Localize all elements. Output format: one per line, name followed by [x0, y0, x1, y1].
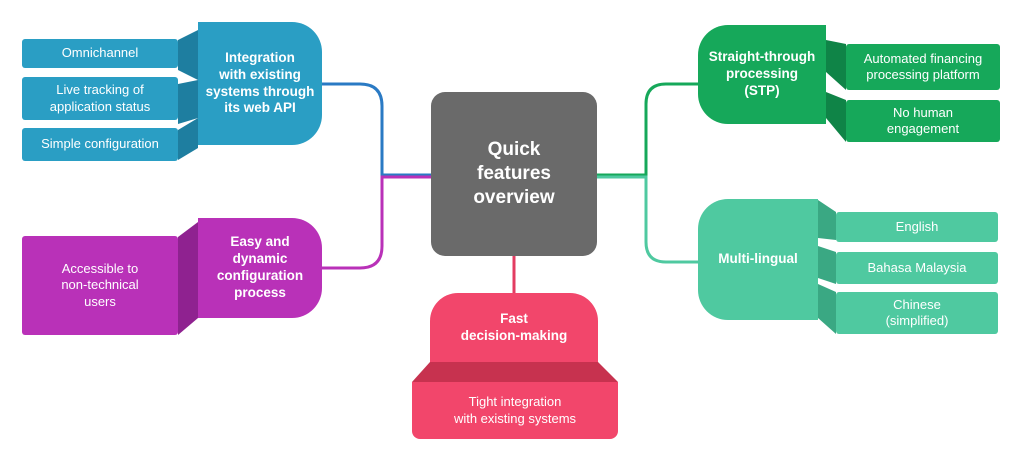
integration-connector: [318, 82, 431, 177]
decision-item-tight-integration: Tight integration with existing systems: [412, 382, 618, 439]
integration-item-live-tracking: Live tracking of application status: [22, 77, 178, 120]
multilingual-connector: [597, 175, 698, 264]
decision-branch: Fast decision-making: [430, 293, 598, 362]
integration-item-simple-configuration: Simple configuration: [22, 128, 178, 161]
integration-item-omnichannel: Omnichannel: [22, 39, 178, 68]
stp-item-no-human-engagement: No human engagement: [846, 100, 1000, 142]
configuration-branch-label: Easy and dynamic configuration process: [216, 234, 304, 300]
multilingual-item-bahasa-malaysia: Bahasa Malaysia: [836, 252, 998, 284]
integration-branch-label: Integration with existing systems throug…: [205, 49, 315, 116]
central-topic: Quick features overview: [431, 92, 597, 256]
multilingual-item-chinese: Chinese (simplified): [836, 292, 998, 334]
stp-branch-label: Straight-through processing (STP): [708, 49, 816, 98]
decision-branch-label: Fast decision-making: [460, 310, 568, 343]
stp-connector: [597, 82, 698, 177]
central-topic-label: Quick features overview: [473, 139, 555, 208]
stp-item-automated-financing: Automated financing processing platform: [846, 44, 1000, 90]
multilingual-branch-label: Multi-lingual: [718, 251, 798, 267]
stp-branch: Straight-through processing (STP): [698, 25, 826, 124]
integration-branch: Integration with existing systems throug…: [198, 22, 322, 145]
multilingual-branch: Multi-lingual: [698, 199, 818, 320]
configuration-item-accessible: Accessible to non-technical users: [22, 236, 178, 335]
configuration-connector: [318, 175, 431, 270]
configuration-branch: Easy and dynamic configuration process: [198, 218, 322, 318]
multilingual-item-english: English: [836, 212, 998, 242]
